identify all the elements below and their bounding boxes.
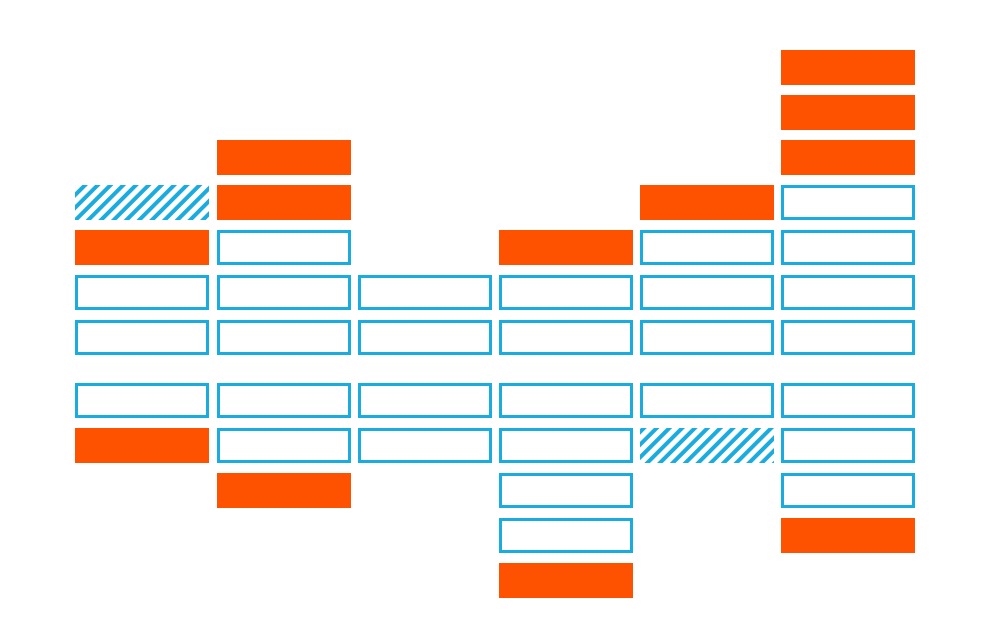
filled-block <box>781 50 915 85</box>
hatched-block <box>640 428 774 463</box>
core-block <box>781 275 915 310</box>
outline-block <box>499 473 633 508</box>
outline-block <box>781 428 915 463</box>
core-block <box>640 320 774 355</box>
core-block <box>358 383 492 418</box>
core-block <box>781 320 915 355</box>
filled-block <box>217 473 351 508</box>
core-block <box>358 320 492 355</box>
core-block <box>217 275 351 310</box>
core-block <box>781 383 915 418</box>
filled-block <box>75 428 209 463</box>
outline-block <box>217 230 351 265</box>
hatched-block <box>75 185 209 220</box>
filled-block <box>499 230 633 265</box>
core-block <box>217 320 351 355</box>
filled-block <box>217 185 351 220</box>
block-layer <box>75 50 915 598</box>
core-block <box>640 383 774 418</box>
filled-block <box>75 230 209 265</box>
outline-block <box>499 428 633 463</box>
filled-block <box>640 185 774 220</box>
outline-block <box>781 473 915 508</box>
outline-block <box>358 428 492 463</box>
outline-block <box>499 518 633 553</box>
outline-block <box>781 185 915 220</box>
core-block <box>499 320 633 355</box>
core-block <box>358 275 492 310</box>
filled-block <box>499 563 633 598</box>
filled-block <box>781 95 915 130</box>
outline-block <box>781 230 915 265</box>
core-block <box>640 275 774 310</box>
core-block <box>75 320 209 355</box>
core-block <box>75 275 209 310</box>
filled-block <box>781 518 915 553</box>
filled-block <box>781 140 915 175</box>
core-block <box>499 275 633 310</box>
core-block <box>75 383 209 418</box>
outline-block <box>217 428 351 463</box>
outline-block <box>640 230 774 265</box>
filled-block <box>217 140 351 175</box>
core-block <box>499 383 633 418</box>
core-block <box>217 383 351 418</box>
